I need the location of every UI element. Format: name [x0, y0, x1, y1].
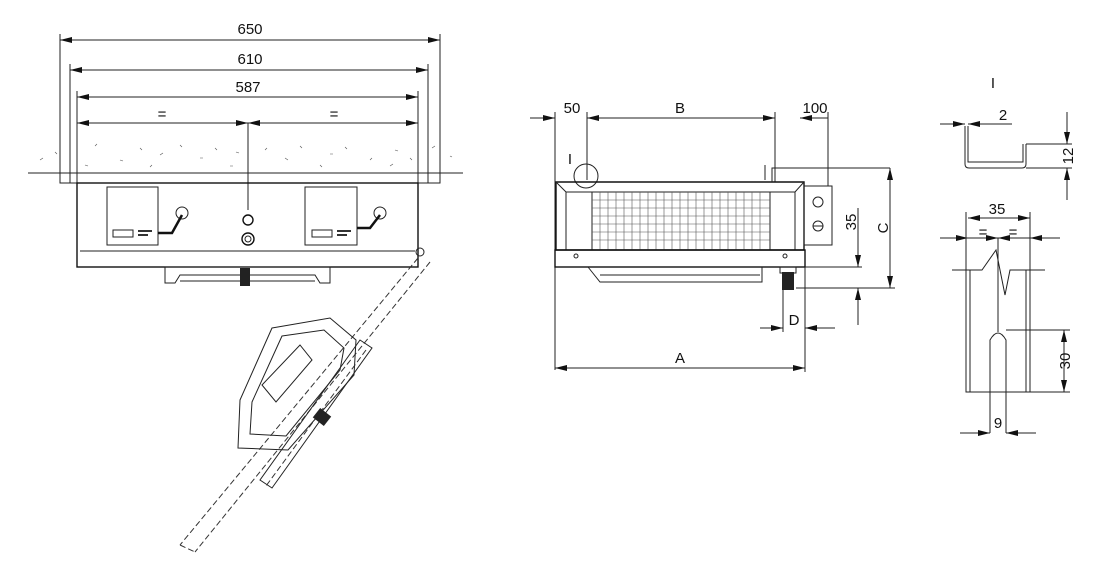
dimension-equal: = =	[77, 106, 418, 210]
fan-housing	[164, 266, 331, 286]
equal-label-right-detail: =	[1009, 224, 1018, 241]
side-view: 50 B 100 I C 35 D A	[530, 100, 895, 372]
detail-view: I 2 12 35 = = 30 9	[940, 75, 1077, 436]
detail-title: I	[991, 75, 995, 92]
dim-label-35: 35	[843, 214, 860, 231]
dimension-650: 650	[59, 21, 441, 183]
detail-ref-label: I	[568, 151, 572, 168]
front-view: 650 610 587 = =	[28, 21, 463, 553]
dim-label-12: 12	[1060, 148, 1077, 165]
ceiling-hatch	[28, 143, 463, 174]
dim-label-2: 2	[999, 107, 1007, 124]
equal-label-right: =	[330, 106, 339, 123]
swing-open-unit	[179, 247, 431, 553]
equal-label-left: =	[158, 106, 167, 123]
dim-label-d: D	[789, 312, 800, 329]
unit-body-side	[554, 165, 890, 290]
unit-body	[76, 182, 419, 268]
dim-label-650: 650	[237, 21, 262, 38]
equal-label-left-detail: =	[979, 224, 988, 241]
dimension-587: 587	[76, 79, 419, 183]
dim-label-a: A	[675, 350, 685, 367]
dim-label-b: B	[675, 100, 685, 117]
dim-label-c: C	[875, 222, 892, 233]
dimension-610: 610	[69, 51, 429, 183]
dim-label-30: 30	[1057, 353, 1074, 370]
dim-label-100: 100	[802, 100, 827, 117]
dim-label-587: 587	[235, 79, 260, 96]
dim-label-610: 610	[237, 51, 262, 68]
dim-label-50: 50	[564, 100, 581, 117]
dim-label-35-detail: 35	[989, 201, 1006, 218]
dim-label-9: 9	[994, 415, 1002, 432]
detail-circle	[573, 163, 599, 189]
